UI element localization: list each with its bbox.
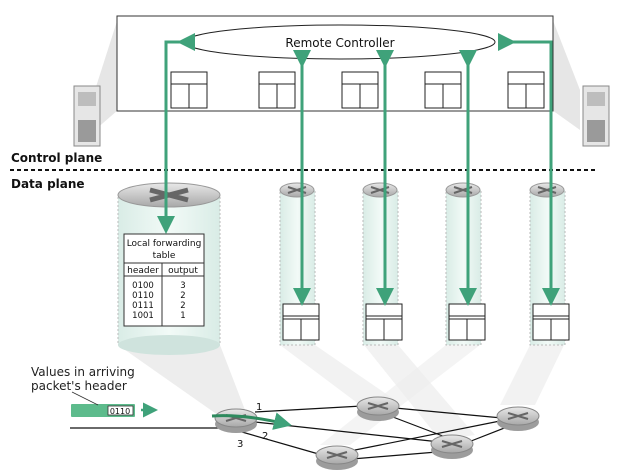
link-r3-r5 bbox=[349, 419, 506, 452]
local-table-col-output: output bbox=[168, 266, 198, 276]
router-table-5 bbox=[532, 303, 570, 341]
network-router-4[interactable] bbox=[430, 434, 474, 459]
right-server-beam bbox=[552, 18, 580, 130]
link-r2-r3 bbox=[394, 407, 503, 419]
remote-controller-label: Remote Controller bbox=[285, 36, 394, 50]
table-row-output: 2 bbox=[180, 291, 185, 301]
left-server-icon bbox=[73, 85, 101, 147]
table-row-header: 0111 bbox=[132, 301, 154, 311]
router-x-icon bbox=[367, 402, 389, 410]
port-label-3: 3 bbox=[237, 439, 243, 450]
local-table-title-1: Local forwarding bbox=[127, 239, 202, 249]
local-table-col-header: header bbox=[127, 266, 159, 276]
left-server-beam bbox=[95, 18, 118, 130]
control-arrows bbox=[157, 33, 560, 306]
table-row-header: 0100 bbox=[132, 281, 154, 291]
table-row-header: 0110 bbox=[132, 291, 154, 301]
beam-2 bbox=[280, 345, 395, 405]
controller-table-2 bbox=[258, 71, 296, 109]
controller-table-3 bbox=[341, 71, 379, 109]
link-r5-r4 bbox=[351, 451, 438, 460]
packet-header-value: 0110 bbox=[110, 407, 130, 416]
arrow-controller-to-large-router bbox=[157, 33, 195, 234]
control-plane-label: Control plane bbox=[11, 151, 102, 165]
router-table-2 bbox=[282, 303, 320, 341]
router-x-icon bbox=[326, 451, 348, 459]
router-table-3 bbox=[365, 303, 403, 341]
data-plane-label: Data plane bbox=[11, 177, 85, 191]
packet-caption-line1: Values in arriving bbox=[31, 365, 135, 379]
table-row-output: 3 bbox=[180, 281, 185, 291]
beam-4 bbox=[320, 345, 480, 445]
controller-table-5 bbox=[507, 71, 545, 109]
beam-3 bbox=[364, 345, 475, 440]
link-r1-r5 bbox=[241, 431, 323, 456]
packet-caption-pointer bbox=[71, 391, 99, 406]
table-row-header: 1001 bbox=[132, 311, 154, 321]
beam-5 bbox=[500, 345, 564, 405]
port-label-2: 2 bbox=[262, 431, 268, 442]
port-label-1: 1 bbox=[256, 402, 262, 413]
controller-table-4 bbox=[424, 71, 462, 109]
network-router-2[interactable] bbox=[356, 396, 400, 421]
local-table-title-2: table bbox=[153, 251, 176, 261]
link-r1-r2 bbox=[254, 405, 363, 413]
local-forwarding-table bbox=[123, 233, 205, 327]
router-x-icon bbox=[507, 412, 529, 420]
table-row-output: 1 bbox=[180, 311, 185, 321]
network-router-5[interactable] bbox=[315, 445, 359, 470]
right-server-icon bbox=[582, 85, 610, 147]
controller-table-1 bbox=[170, 71, 208, 109]
forwarding-path-arrow bbox=[211, 412, 292, 430]
network-router-1[interactable] bbox=[214, 408, 258, 433]
router-table-4 bbox=[448, 303, 486, 341]
network-router-3[interactable] bbox=[496, 406, 540, 431]
router-tables bbox=[282, 303, 570, 341]
table-row-output: 2 bbox=[180, 301, 185, 311]
local-table-rows: 0100 3 0110 2 0111 2 1001 1 bbox=[132, 281, 186, 321]
router-x-icon bbox=[441, 440, 463, 448]
beam-big bbox=[118, 345, 245, 420]
packet-caption-line2: packet's header bbox=[31, 379, 127, 393]
arrow-router5 bbox=[498, 33, 560, 306]
arriving-packet bbox=[71, 391, 158, 418]
